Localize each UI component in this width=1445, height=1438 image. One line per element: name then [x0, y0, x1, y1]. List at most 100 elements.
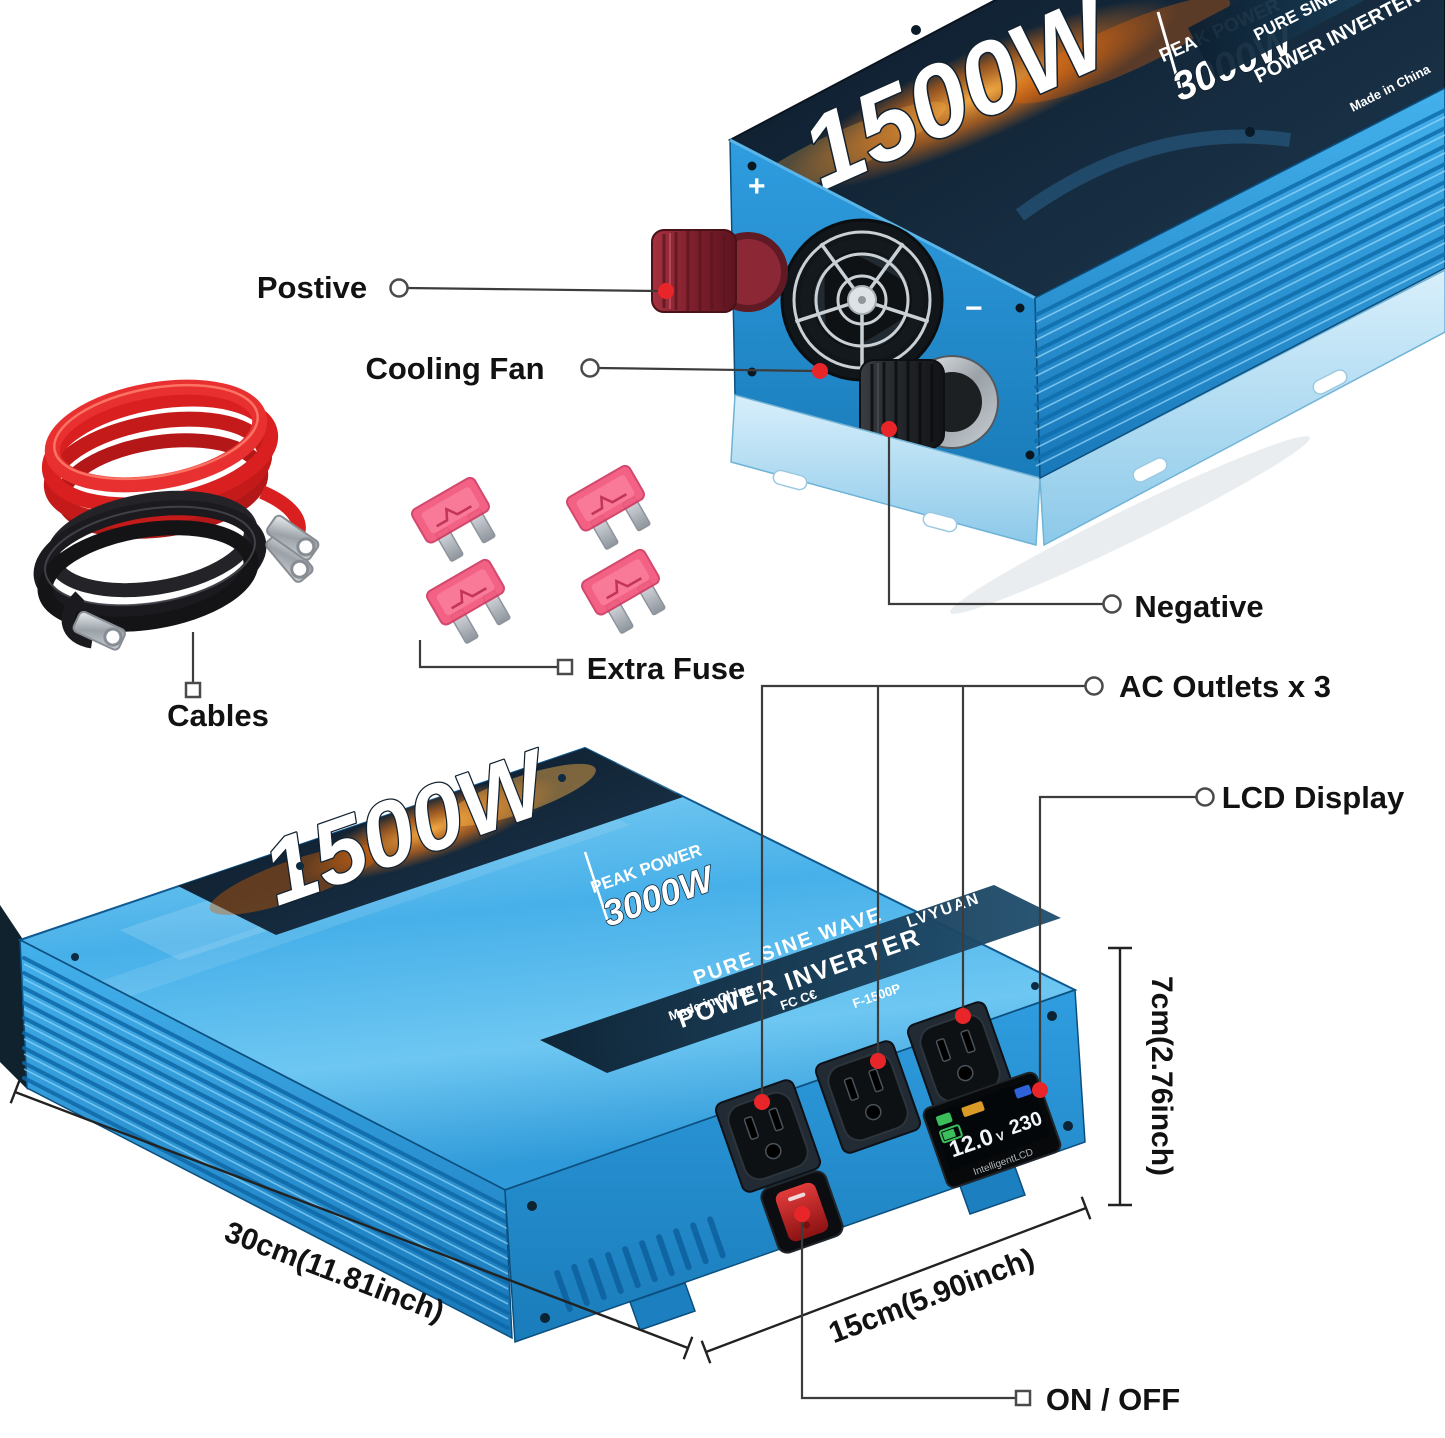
lcd-display: 12.0 V 230 IntelligentLCD	[922, 1071, 1062, 1189]
flange-slot	[1312, 369, 1348, 395]
screw	[296, 862, 304, 870]
callout-end-markers	[184, 278, 1215, 1407]
black-cable-coil	[33, 490, 267, 649]
knob-ribs	[870, 361, 934, 445]
battery-icon-fill	[942, 1128, 957, 1141]
callout-line-negative	[887, 437, 1103, 606]
fuse-2	[563, 462, 661, 557]
label-lcd-display: LCD Display	[1222, 780, 1405, 815]
flame-graphic	[301, 777, 559, 883]
flange-slot	[922, 511, 958, 533]
dot-lcd	[1032, 1082, 1048, 1098]
screw	[527, 1201, 537, 1211]
label-on-off: ON / OFF	[1046, 1382, 1180, 1417]
divider-line	[583, 851, 610, 923]
heatsink-fins	[1034, 108, 1445, 461]
label-extra-fuse: Extra Fuse	[587, 651, 746, 686]
screw	[747, 161, 757, 171]
dimension-line-width	[700, 1196, 1092, 1364]
flame-graphic	[1009, 0, 1231, 104]
battery-icon	[939, 1124, 963, 1144]
flame-graphic	[209, 845, 381, 915]
flange-slot	[772, 469, 808, 491]
switch-on-label: ON	[787, 1255, 807, 1272]
knob-ribs	[662, 231, 726, 311]
callout-line-extra-fuse	[418, 640, 558, 669]
fan-guard-spokes	[794, 242, 930, 370]
inverter-top-view: 1500W PEAK POWER 3000W PURE SINE WAVE PO…	[651, 0, 1445, 614]
callout-square-extra-fuse	[556, 658, 574, 676]
dot-switch	[794, 1206, 810, 1222]
rocker-dash	[788, 1192, 806, 1202]
dimension-line-length	[9, 1080, 694, 1360]
callout-circle-ac-outlets	[1084, 676, 1104, 696]
screw	[1015, 303, 1025, 313]
cooling-fan	[780, 218, 944, 382]
dot-negative	[881, 421, 897, 437]
dot-cooling-fan	[812, 363, 828, 379]
callout-circle-negative	[1102, 594, 1122, 614]
battery-cables	[33, 379, 320, 651]
screw	[540, 1313, 550, 1323]
screw	[747, 367, 757, 377]
mounting-tab	[629, 1282, 696, 1331]
screw	[558, 774, 566, 782]
rocker-dot	[803, 1221, 811, 1229]
negative-terminal	[859, 355, 999, 449]
dot-positive	[658, 283, 674, 299]
callout-circle-lcd	[1195, 787, 1215, 807]
fuse-4	[578, 546, 676, 641]
callout-circle-positive	[389, 278, 409, 298]
switch-off-label: OFF	[823, 1253, 848, 1272]
spare-fuses	[408, 462, 676, 651]
callout-line-positive	[406, 286, 659, 293]
label-cables: Cables	[167, 698, 269, 733]
top-brand-band	[1188, 0, 1365, 79]
callout-line-on-off	[800, 1222, 1016, 1400]
callout-line-cooling-fan	[597, 366, 815, 373]
divider-line	[1156, 11, 1182, 89]
label-positive: Postive	[257, 270, 367, 305]
screw	[1245, 127, 1255, 137]
fan-hub-dot	[858, 296, 866, 304]
edge-highlight	[729, 138, 1036, 300]
fuse-3	[423, 556, 521, 651]
mounting-flange-front	[730, 394, 1041, 546]
swoosh-graphic	[1015, 129, 1291, 221]
label-cooling-fan: Cooling Fan	[365, 351, 544, 386]
dot-outlet-2	[870, 1053, 886, 1069]
lcd-status-chip-blue	[1014, 1084, 1032, 1099]
dimension-annotations	[9, 946, 1132, 1364]
front-brand-band	[540, 885, 1061, 1073]
plus-mark: +	[748, 170, 766, 203]
screw	[1031, 982, 1039, 990]
screw	[911, 25, 921, 35]
inverter-front-view: 1500W PEAK POWER 3000W LVYUAN PURE SINE …	[0, 729, 1086, 1344]
cable-lug	[72, 610, 126, 651]
heatsink-fin-highlights	[23, 963, 509, 1320]
screw	[71, 953, 79, 961]
inverter-shadow	[950, 436, 1310, 614]
callout-square-cables	[184, 681, 202, 699]
cable-lug	[266, 514, 320, 561]
screw	[1047, 1011, 1057, 1021]
flame-graphic	[444, 763, 596, 827]
screw	[1063, 1121, 1073, 1131]
flame-graphic	[782, 0, 1178, 192]
dot-outlet-1	[754, 1094, 770, 1110]
lcd-status-chip-green	[936, 1112, 953, 1126]
heatsink-fin-highlights	[1035, 116, 1445, 467]
callout-lines	[191, 286, 1196, 1400]
minus-mark: −	[965, 292, 983, 325]
positive-terminal	[651, 229, 788, 313]
dimension-label-height: 7cm(2.76inch)	[1145, 976, 1178, 1176]
callout-line-lcd	[1038, 795, 1196, 1084]
dot-outlet-3	[955, 1008, 971, 1024]
flange-slot	[1132, 457, 1168, 483]
callout-line-ac-outlets	[760, 684, 1085, 1096]
callout-circle-cooling-fan	[580, 358, 600, 378]
callout-square-on-off	[1014, 1389, 1032, 1407]
screw	[1025, 450, 1035, 460]
lcd-status-chip-amber	[961, 1101, 985, 1117]
